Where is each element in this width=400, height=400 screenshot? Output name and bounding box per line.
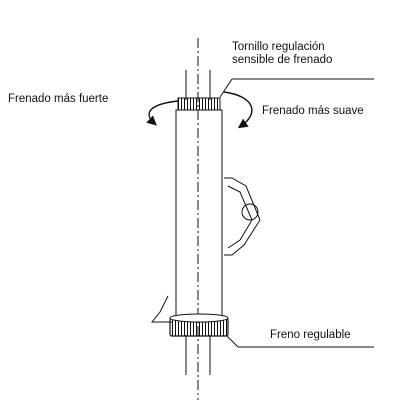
bottom-knurled-ring: [169, 313, 229, 337]
screw-label-line2: sensible de frenado: [232, 54, 332, 66]
top-knurled-screw: [177, 97, 221, 111]
cylinder-body: [175, 109, 223, 319]
left-clip: [150, 295, 172, 323]
arrow-softer: [223, 91, 253, 129]
softer-braking-label: Frenado más suave: [262, 105, 364, 117]
adjustable-brake-label: Freno regulable: [270, 329, 351, 341]
arrow-stronger: [146, 100, 179, 126]
bracket: [224, 177, 261, 256]
leader-lines: [219, 78, 374, 348]
screw-label-line1: Tornillo regulación: [232, 41, 325, 53]
stronger-braking-label: Frenado más fuerte: [8, 93, 108, 105]
